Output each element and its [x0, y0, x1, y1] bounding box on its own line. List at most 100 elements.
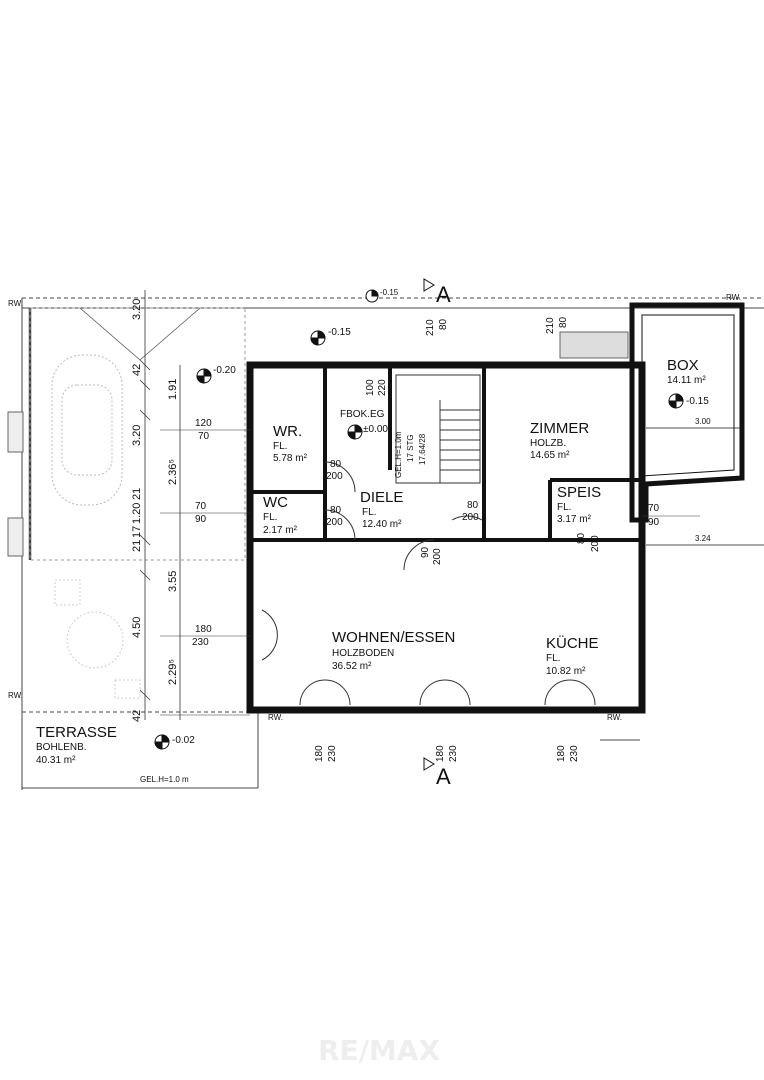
- level-entry: -0.20: [213, 365, 236, 376]
- room-terrasse: TERRASSE BOHLENB. 40.31 m² -0.02 GEL.H=1…: [36, 724, 195, 784]
- svg-text:100: 100: [365, 379, 376, 396]
- svg-text:RW.: RW.: [607, 713, 622, 722]
- room-wr: WR. FL. 5.78 m²: [273, 423, 308, 464]
- room-speis: SPEIS FL. 3.17 m²: [557, 484, 601, 525]
- dimension-guides: [160, 429, 700, 716]
- stair-treads: [440, 409, 480, 471]
- svg-text:42: 42: [131, 710, 143, 722]
- svg-text:3.20: 3.20: [131, 299, 143, 320]
- svg-text:3.24: 3.24: [695, 534, 711, 543]
- svg-text:5.78 m²: 5.78 m²: [273, 453, 308, 464]
- svg-text:2.36⁵: 2.36⁵: [167, 459, 179, 485]
- svg-text:70: 70: [198, 431, 210, 442]
- fbok-value: ±0.00: [363, 424, 388, 435]
- svg-text:220: 220: [377, 379, 388, 396]
- stair-labels: 17 STG 17.64/28 GEL.H=1.0m: [394, 431, 427, 478]
- svg-text:180: 180: [314, 745, 325, 762]
- svg-text:RW.: RW.: [8, 299, 23, 308]
- terrace-railing-note: GEL.H=1.0 m: [140, 775, 189, 784]
- svg-text:210: 210: [425, 319, 436, 336]
- svg-text:4.50: 4.50: [131, 617, 143, 638]
- svg-text:3.17 m²: 3.17 m²: [557, 514, 592, 525]
- room-box: BOX 14.11 m² -0.15 3.00: [667, 357, 711, 426]
- svg-text:-0.02: -0.02: [172, 735, 195, 746]
- svg-text:TERRASSE: TERRASSE: [36, 724, 117, 741]
- svg-text:210: 210: [545, 317, 556, 334]
- box-garage: [629, 302, 764, 546]
- svg-text:12.40 m²: 12.40 m²: [362, 519, 402, 530]
- svg-text:230: 230: [569, 745, 580, 762]
- left-dimension-labels: 3.20 42 1.91 3.20 2.36⁵ 21 1.20 17 21 3.…: [131, 299, 179, 722]
- door-swings: [261, 461, 596, 706]
- left-dimension-chain: [139, 290, 181, 720]
- svg-text:HOLZBODEN: HOLZBODEN: [332, 648, 394, 659]
- svg-text:90: 90: [195, 514, 207, 525]
- car-outline: [51, 354, 123, 506]
- svg-text:BOHLENB.: BOHLENB.: [36, 742, 87, 753]
- svg-text:FL.: FL.: [263, 512, 277, 523]
- level-marker-entry: [196, 368, 212, 384]
- svg-text:RW.: RW.: [726, 293, 741, 302]
- svg-text:17.64/28: 17.64/28: [418, 433, 427, 465]
- svg-text:21: 21: [131, 488, 143, 500]
- opening-labels: 120 70 80 200 70 90 80 200 180 230 100 2…: [192, 316, 711, 762]
- section-mark-top: A: [436, 282, 451, 307]
- svg-text:HOLZB.: HOLZB.: [530, 438, 566, 449]
- svg-text:GEL.H=1.0m: GEL.H=1.0m: [394, 431, 403, 478]
- svg-text:180: 180: [556, 745, 567, 762]
- svg-text:3.20: 3.20: [131, 425, 143, 446]
- svg-text:70: 70: [648, 503, 660, 514]
- svg-text:36.52 m²: 36.52 m²: [332, 661, 372, 672]
- svg-text:80: 80: [558, 316, 569, 328]
- level-marker-front: [310, 330, 326, 346]
- svg-text:2.17 m²: 2.17 m²: [263, 525, 298, 536]
- svg-text:40.31 m²: 40.31 m²: [36, 755, 76, 766]
- section-markers: A A: [423, 278, 451, 789]
- svg-text:90: 90: [648, 517, 660, 528]
- svg-text:3.55: 3.55: [167, 571, 179, 592]
- svg-text:1.91: 1.91: [167, 379, 179, 400]
- level-front: -0.15: [328, 327, 351, 338]
- fbok-label: FBOK.EG: [340, 409, 385, 420]
- svg-text:RW.: RW.: [268, 713, 283, 722]
- svg-text:ZIMMER: ZIMMER: [530, 420, 589, 437]
- interior-walls: [250, 368, 642, 542]
- svg-text:80: 80: [330, 459, 342, 470]
- svg-text:SPEIS: SPEIS: [557, 484, 601, 501]
- svg-text:180: 180: [435, 745, 446, 762]
- svg-text:120: 120: [195, 418, 212, 429]
- svg-text:WOHNEN/ESSEN: WOHNEN/ESSEN: [332, 629, 455, 646]
- level-top: -0.15: [380, 288, 399, 297]
- section-mark-bottom: A: [436, 764, 451, 789]
- svg-text:FL.: FL.: [557, 502, 571, 513]
- svg-text:80: 80: [330, 505, 342, 516]
- room-diele: DIELE FL. 12.40 m²: [360, 489, 403, 530]
- svg-text:230: 230: [327, 745, 338, 762]
- svg-text:200: 200: [432, 548, 443, 565]
- svg-text:10.82 m²: 10.82 m²: [546, 666, 586, 677]
- svg-text:90: 90: [420, 546, 431, 558]
- svg-text:200: 200: [326, 517, 343, 528]
- svg-text:-0.15: -0.15: [686, 396, 709, 407]
- staircase: [395, 374, 481, 484]
- svg-text:42: 42: [131, 364, 143, 376]
- svg-text:BOX: BOX: [667, 357, 699, 374]
- patio-furniture: [54, 579, 141, 699]
- room-wc: WC FL. 2.17 m²: [263, 494, 298, 536]
- svg-text:200: 200: [326, 471, 343, 482]
- level-marker-box: [668, 393, 684, 409]
- level-marker-top: [365, 289, 379, 303]
- svg-text:WC: WC: [263, 494, 288, 511]
- carport-area: [7, 307, 246, 561]
- svg-text:21: 21: [131, 540, 143, 552]
- rw-labels: RW. RW. RW. RW. RW.: [8, 293, 741, 722]
- svg-text:3.00: 3.00: [695, 417, 711, 426]
- entrance-canopy: [559, 331, 629, 359]
- svg-text:14.65 m²: 14.65 m²: [530, 450, 570, 461]
- level-marker-terrasse: [154, 734, 170, 750]
- svg-text:180: 180: [195, 624, 212, 635]
- svg-text:2.29⁵: 2.29⁵: [167, 659, 179, 685]
- svg-text:14.11 m²: 14.11 m²: [667, 375, 706, 386]
- svg-text:200: 200: [462, 512, 479, 523]
